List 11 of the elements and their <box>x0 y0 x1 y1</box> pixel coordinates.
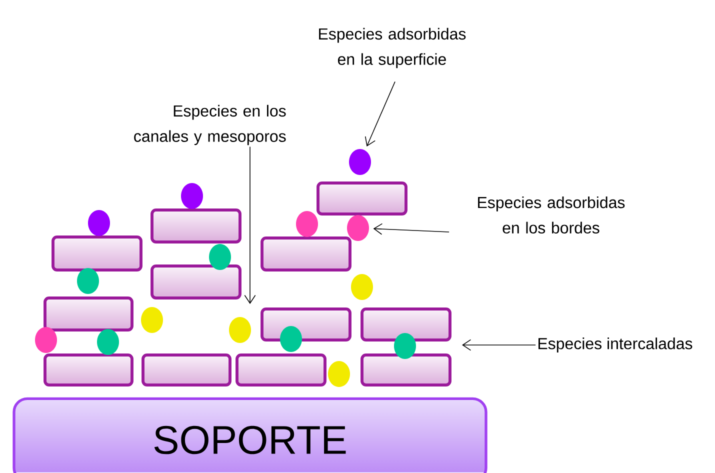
particle <box>349 149 371 175</box>
annotation-text: Especies adsorbidas en la superficie <box>319 28 466 68</box>
leader-arrow <box>244 146 256 304</box>
particle <box>347 215 369 241</box>
leader-arrow <box>462 339 536 351</box>
support-block: SOPORTE <box>12 397 488 473</box>
leader-arrow <box>373 223 450 235</box>
leader-arrow <box>364 81 396 147</box>
annotation-text: Especies adsorbidas en los bordes <box>478 196 625 234</box>
annotation-text: Especies intercaladas <box>538 338 692 352</box>
annotation-text: Especies en los canales y mesoporos <box>134 104 286 146</box>
